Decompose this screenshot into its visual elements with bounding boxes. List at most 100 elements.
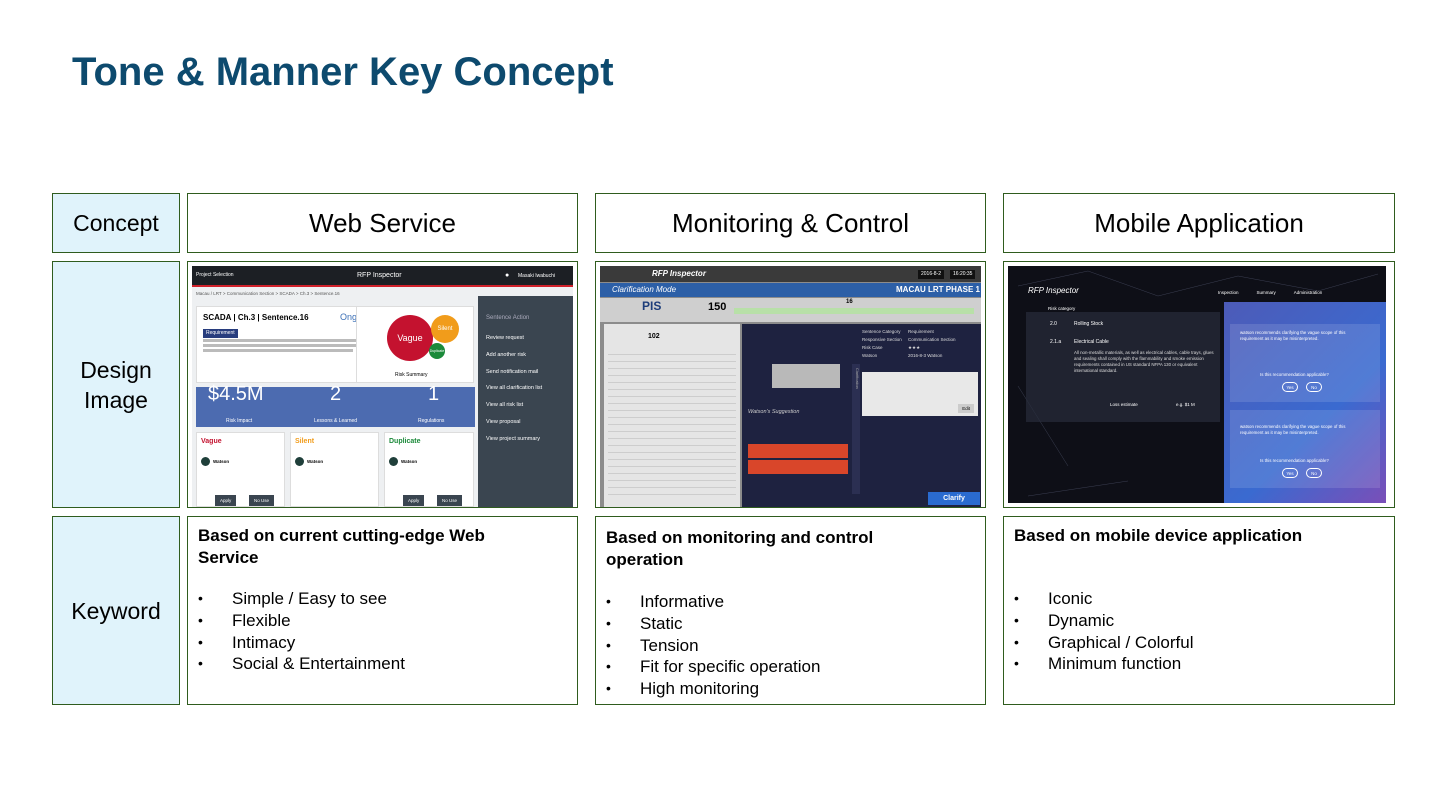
mon-date: 2016-8-2 (918, 270, 945, 279)
metric-regulations-label: Regulations (418, 418, 445, 424)
action-view-summary[interactable]: View project summary (486, 435, 540, 442)
mobile-keyword-item: Graphical / Colorful (1014, 632, 1194, 654)
mob-note-1-question: Is this recommendation applicable? (1260, 372, 1329, 377)
mobile-screenshot: RFP Inspector Inspection Summary Adminis… (1008, 266, 1386, 503)
web-keyword-item: Intimacy (198, 632, 405, 654)
silent-bubble-text: Silent (437, 325, 453, 332)
mob-note-2: watson recommends clarifying the vague s… (1230, 410, 1380, 488)
mobile-keyword-title: Based on mobile device application (1014, 526, 1303, 545)
mob-loss-label: Loss estimate (1110, 402, 1138, 407)
action-review-request[interactable]: Review request (486, 335, 524, 341)
mob-yes-button-2[interactable]: Yes (1282, 468, 1298, 478)
action-view-proposal[interactable]: View proposal (486, 418, 521, 425)
web-keyword-item: Simple / Easy to see (198, 588, 405, 610)
mob-tab-summary[interactable]: Summary (1256, 290, 1276, 295)
web-keyword-item: Social & Entertainment (198, 653, 405, 675)
card-vague-nouse[interactable]: No Use (249, 495, 275, 506)
mob-note-2-text: watson recommends clarifying the vague s… (1240, 424, 1346, 435)
web-sentence-card: SCADA | Ch.3 | Sentence.16 Ongoing Requi… (196, 306, 381, 383)
mon-project: MACAU LRT PHASE 1 (896, 285, 981, 294)
mob-note-1: watson recommends clarifying the vague s… (1230, 324, 1380, 402)
keyword-cell-web: Based on current cutting-edge Web Servic… (187, 516, 578, 705)
action-send-mail[interactable]: Send notification mail (486, 368, 539, 375)
web-keyword-title: Based on current cutting-edge Web Servic… (198, 526, 485, 567)
card-duplicate-apply[interactable]: Apply (403, 495, 425, 506)
page-title: Tone & Manner Key Concept (72, 50, 614, 94)
monitoring-keyword-title: Based on monitoring and control operatio… (606, 528, 874, 569)
mob-yes-button-1[interactable]: Yes (1282, 382, 1298, 392)
metric-regulations-value: 1 (428, 383, 440, 405)
mon-mode[interactable]: Clarification Mode (612, 285, 677, 294)
mon-edit-button[interactable]: Edit (958, 404, 974, 413)
mon-suggestion-title: Watson's Suggestion (748, 409, 800, 415)
web-topbar-title: RFP Inspector (357, 272, 402, 279)
mon-count-secondary: 16 (846, 299, 853, 305)
monitoring-keyword-list: Informative Static Tension Fit for speci… (606, 591, 820, 700)
monitoring-header-text: Monitoring & Control (672, 207, 909, 238)
mon-value-watson: 2016-8-3 Watson (908, 353, 943, 358)
mon-clarify-button[interactable]: Clarify (928, 492, 980, 505)
mon-main-panel: Watson's Suggestion Clarification Senten… (742, 324, 981, 507)
mob-list: 2.0 Rolling Stock 2.1.a Electrical Cable… (1026, 312, 1220, 422)
mob-risk-category[interactable]: Risk category (1048, 306, 1076, 311)
metric-lessons-label: Lessons & Learned (314, 418, 358, 424)
mon-value-category: Requirement (908, 329, 934, 334)
mob-tab-inspection[interactable]: Inspection (1218, 290, 1239, 295)
design-image-label-text: Design Image (80, 356, 152, 413)
mob-tab-administration[interactable]: Administration (1293, 290, 1323, 295)
card-silent-watson: Watson (307, 459, 324, 464)
mon-note-box: Edit (862, 372, 978, 416)
web-tag: Requirement (203, 329, 238, 338)
web-card-silent: Silent Watson (290, 432, 379, 507)
metric-lessons-value: 2 (330, 383, 342, 405)
web-risk-summary: Vague Silent Duplicate Risk Summary (356, 306, 474, 383)
mobile-keyword-item: Iconic (1014, 588, 1194, 610)
mob-row2-num: 2.1.a (1050, 339, 1062, 345)
mobile-header-text: Mobile Application (1094, 207, 1304, 238)
watson-avatar-2 (295, 457, 304, 466)
mobile-keyword-item: Minimum function (1014, 653, 1194, 675)
column-header-monitoring: Monitoring & Control (595, 193, 986, 253)
mob-row1-num: 2.0 (1050, 321, 1057, 327)
sentence-action-list: Review request Add another risk Send not… (486, 330, 542, 448)
keyword-cell-mobile: Based on mobile device application Iconi… (1003, 516, 1395, 705)
web-breadcrumb: Macau / LRT > Communication Section > SC… (196, 291, 340, 296)
card-duplicate-watson: Watson (401, 459, 418, 464)
mob-row2: Electrical Cable (1074, 339, 1109, 345)
vague-bubble-text: Vague (397, 332, 423, 343)
action-add-risk[interactable]: Add another risk (486, 351, 527, 358)
silent-bubble: Silent (431, 315, 459, 343)
metric-risk-value: $4.5M (208, 383, 264, 405)
web-topbar-accent (192, 285, 573, 287)
duplicate-bubble-text: Duplicate (429, 348, 445, 353)
sentence-action-title: Sentence Action (486, 315, 530, 321)
risk-summary-label: Risk Summary (395, 372, 428, 378)
mobile-keyword-item: Dynamic (1014, 610, 1194, 632)
web-sentence-title: SCADA | Ch.3 | Sentence.16 (203, 313, 309, 322)
mob-tabs: Inspection Summary Administration (1218, 288, 1322, 297)
card-duplicate-nouse[interactable]: No Use (437, 495, 463, 506)
design-cell-mobile: RFP Inspector Inspection Summary Adminis… (1003, 261, 1395, 508)
mob-no-button-1[interactable]: No (1306, 382, 1322, 392)
bell-icon: ● (505, 272, 510, 279)
monitoring-screenshot: RFP Inspector 2016-8-2 16:20:35 Clarific… (600, 266, 981, 507)
card-vague-apply[interactable]: Apply (215, 495, 237, 506)
design-cell-web: Project Selection RFP Inspector ● Masaki… (187, 261, 578, 508)
design-image-label: Design Image (52, 261, 180, 508)
mon-field-risk: Risk Case (862, 345, 883, 350)
mob-no-button-2[interactable]: No (1306, 468, 1322, 478)
mon-field-section: Responsive Section (862, 337, 902, 342)
duplicate-bubble: Duplicate (429, 343, 445, 359)
keyword-label: Keyword (52, 516, 180, 705)
web-topbar: Project Selection RFP Inspector ● Masaki… (192, 266, 573, 285)
action-view-risks[interactable]: View all risk list (486, 402, 524, 409)
mon-time: 16:20:35 (950, 270, 976, 279)
vague-bubble: Vague (387, 315, 433, 361)
watson-avatar-3 (389, 457, 398, 466)
watson-avatar-1 (201, 457, 210, 466)
action-view-clarifications[interactable]: View all clarification list (486, 385, 543, 392)
mob-app-title: RFP Inspector (1028, 286, 1079, 295)
mon-warning-box (772, 364, 840, 388)
web-card-vague: Vague Watson Apply No Use (196, 432, 285, 507)
